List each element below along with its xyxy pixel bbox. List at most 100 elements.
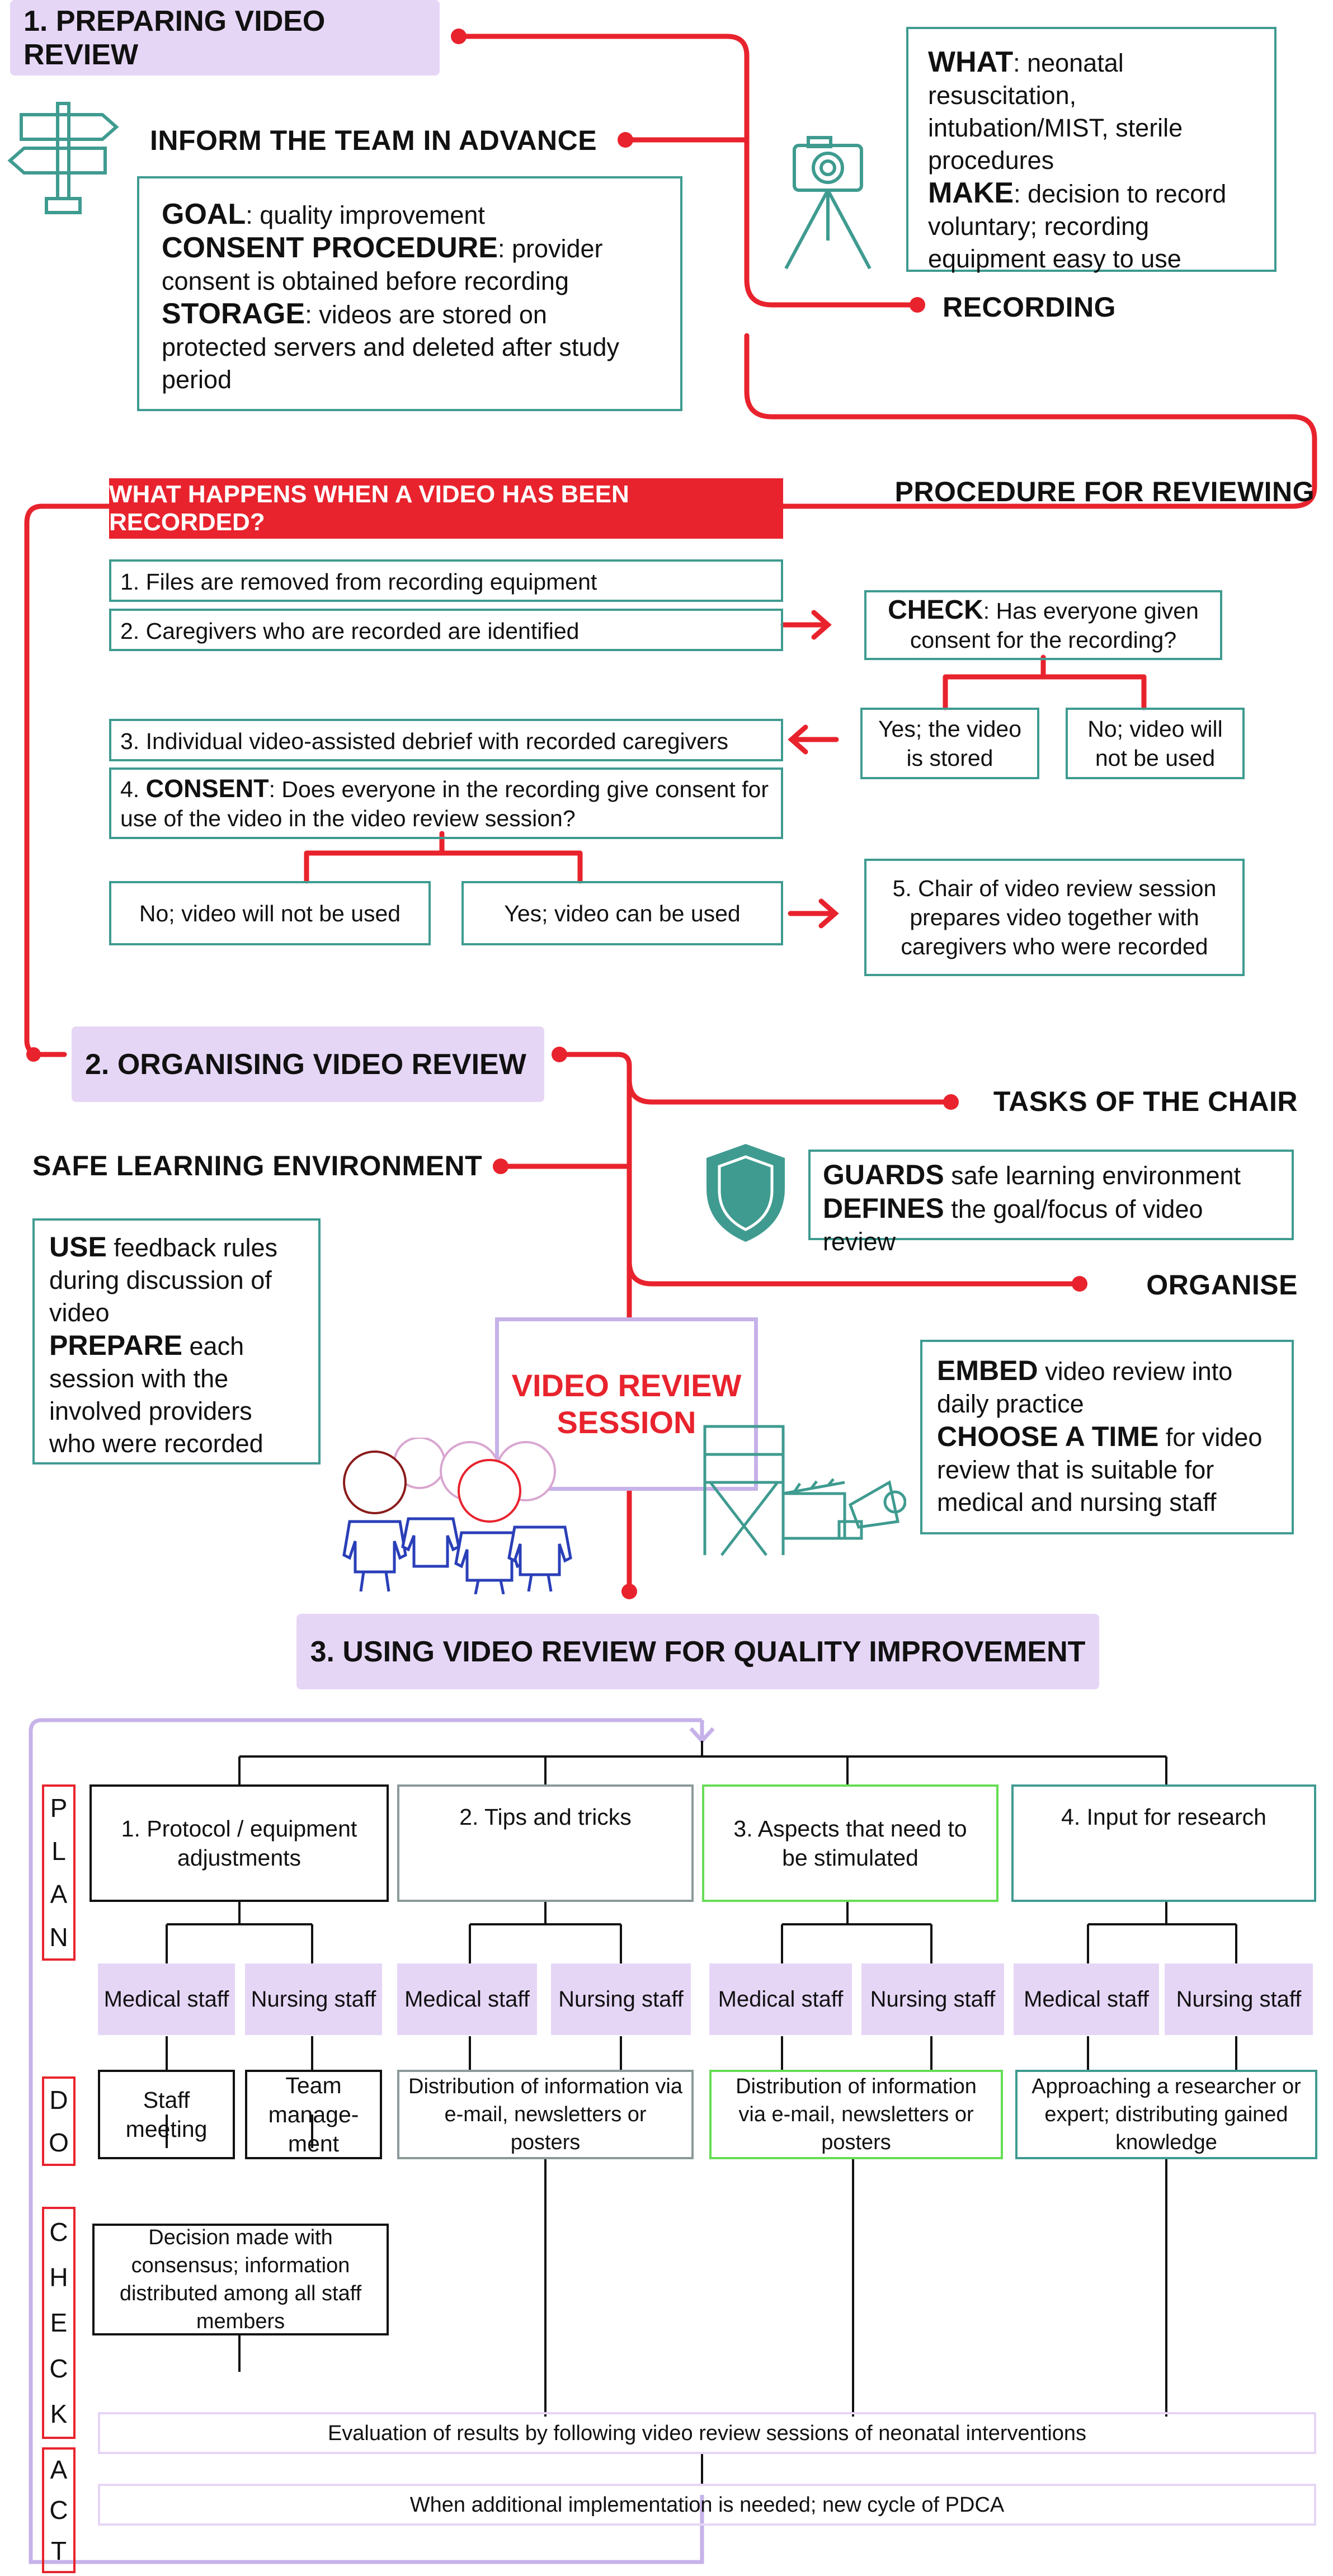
- check-label: CHECK: [888, 595, 983, 625]
- procedure-heading: PROCEDURE FOR REVIEWING: [894, 476, 1315, 507]
- signpost-icon: [7, 102, 119, 214]
- pdca-do-letter: O: [49, 2128, 69, 2157]
- use-label: USE: [49, 1231, 107, 1263]
- safe-box: USE feedback rules during discussion of …: [32, 1218, 321, 1464]
- recorded-question: WHAT HAPPENS WHEN A VIDEO HAS BEEN RECOR…: [109, 478, 783, 539]
- step2-box: 2. Caregivers who are recorded are ident…: [109, 609, 783, 651]
- pdca-do: D O: [42, 2076, 76, 2166]
- step5-box: 5. Chair of video review session prepare…: [864, 859, 1245, 976]
- make-label: MAKE: [928, 177, 1014, 209]
- camera-tripod-icon: [784, 136, 872, 270]
- choose-label: CHOOSE A TIME: [937, 1421, 1159, 1452]
- goal-line: GOAL: quality improvement: [162, 198, 658, 232]
- section2-title: 2. ORGANISING VIDEO REVIEW: [72, 1026, 544, 1102]
- what-line: WHAT: neonatal resuscitation, intubation…: [928, 46, 1255, 177]
- col1-medical: Medical staff: [98, 1963, 235, 2035]
- check-box: CHECK: Has everyone given consent for th…: [864, 590, 1222, 660]
- col4-nursing: Nursing staff: [1165, 1963, 1313, 2035]
- inform-heading: INFORM THE TEAM IN ADVANCE: [150, 125, 597, 156]
- col4-medical: Medical staff: [1014, 1963, 1159, 2035]
- section3-title-text: 3. USING VIDEO REVIEW FOR QUALITY IMPROV…: [310, 1635, 1086, 1668]
- col2-medical: Medical staff: [397, 1963, 537, 2035]
- tasks-heading: TASKS OF THE CHAIR: [993, 1086, 1298, 1117]
- pdca-check-letter: E: [50, 2308, 68, 2338]
- pdca-check-letter: C: [49, 2353, 68, 2383]
- defines-line: DEFINES the goal/focus of video review: [823, 1192, 1279, 1258]
- pdca-do-letter: D: [49, 2085, 68, 2115]
- check-text: : Has everyone given consent for the rec…: [910, 598, 1199, 653]
- storage-text: : videos are stored on protected servers…: [162, 300, 619, 394]
- pdca-check: C H E C K: [42, 2207, 76, 2439]
- col4-do-box: Approaching a researcher or expert; dist…: [1015, 2070, 1317, 2159]
- guards-line: GUARDS safe learning environment: [823, 1159, 1279, 1192]
- what-make-box: WHAT: neonatal resuscitation, intubation…: [906, 27, 1277, 275]
- section2-title-text: 2. ORGANISING VIDEO REVIEW: [85, 1048, 526, 1081]
- pdca-plan-letter: P: [50, 1793, 68, 1823]
- safe-heading: SAFE LEARNING ENVIRONMENT: [32, 1150, 483, 1181]
- col3-medical: Medical staff: [709, 1963, 852, 2035]
- defines-label: DEFINES: [823, 1193, 944, 1224]
- what-text: : neonatal resuscitation, intubation/MIS…: [928, 49, 1183, 175]
- use-text: feedback rules during discussion of vide…: [49, 1233, 277, 1327]
- use-line: USE feedback rules during discussion of …: [49, 1231, 304, 1329]
- pdca-plan: P L A N: [42, 1784, 76, 1961]
- consent-line: CONSENT PROCEDURE: provider consent is o…: [162, 232, 658, 298]
- pdca-plan-letter: A: [50, 1879, 68, 1909]
- section1-title: 1. PREPARING VIDEO REVIEW: [10, 0, 440, 76]
- guards-text: safe learning environment: [944, 1161, 1241, 1190]
- step4-box: 4. CONSENT: Does everyone in the recordi…: [109, 767, 783, 839]
- storage-line: STORAGE: videos are stored on protected …: [162, 298, 658, 396]
- section1-title-text: 1. PREPARING VIDEO REVIEW: [23, 4, 326, 71]
- embed-label: EMBED: [937, 1355, 1038, 1386]
- check-content: CHECK: Has everyone given consent for th…: [878, 596, 1209, 654]
- embed-line: EMBED video review into daily practice: [937, 1354, 1277, 1420]
- pdca-check-letter: H: [49, 2263, 68, 2292]
- pdca-act-letter: C: [49, 2495, 68, 2525]
- prepare-text: each session with the involved providers…: [49, 1332, 263, 1458]
- pdca-check-letter: C: [49, 2217, 68, 2247]
- pdca-act: A C T: [42, 2447, 76, 2573]
- pdca-act-letter: T: [50, 2536, 67, 2565]
- col2-nursing: Nursing staff: [551, 1963, 691, 2035]
- step4-prefix: 4.: [120, 776, 146, 802]
- section3-title: 3. USING VIDEO REVIEW FOR QUALITY IMPROV…: [296, 1614, 1099, 1689]
- plan-col2-box: 2. Tips and tricks: [397, 1784, 694, 1902]
- consent-text: : provider consent is obtained before re…: [162, 234, 603, 295]
- check-yes-box: Yes; the video is stored: [860, 708, 1039, 779]
- people-illustration: [342, 1438, 572, 1594]
- director-chair-icon: [703, 1425, 906, 1556]
- guards-label: GUARDS: [823, 1159, 944, 1190]
- col1-do-medical: Staff meeting: [98, 2070, 235, 2159]
- pdca-plan-letter: N: [49, 1922, 68, 1952]
- recording-heading: RECORDING: [943, 291, 1117, 323]
- check-no-box: No; video will not be used: [1066, 708, 1245, 779]
- goal-label: GOAL: [162, 198, 246, 230]
- organise-box: EMBED video review into daily practice C…: [920, 1340, 1294, 1534]
- consent-no-box: No; video will not be used: [109, 881, 431, 945]
- storage-label: STORAGE: [162, 298, 305, 330]
- plan-col3-box: 3. Aspects that need to be stimulated: [702, 1784, 998, 1902]
- step3-box: 3. Individual video-assisted debrief wit…: [109, 719, 783, 761]
- col2-do-box: Distribution of information via e-mail, …: [397, 2070, 694, 2159]
- consent-yes-box: Yes; video can be used: [461, 881, 783, 945]
- shield-icon: [706, 1144, 785, 1242]
- organise-heading: ORGANISE: [1146, 1269, 1298, 1301]
- make-text: : decision to record voluntary; recordin…: [928, 180, 1227, 273]
- what-label: WHAT: [928, 46, 1014, 78]
- consent-label: CONSENT PROCEDURE: [162, 232, 498, 264]
- act-box: When additional implementation is needed…: [98, 2484, 1316, 2526]
- col1-do-nursing: Team manage-ment: [245, 2070, 382, 2159]
- embed-text: video review into daily practice: [937, 1357, 1233, 1418]
- plan-col1-box: 1. Protocol / equipment adjustments: [90, 1784, 389, 1902]
- tasks-box: GUARDS safe learning environment DEFINES…: [808, 1150, 1294, 1256]
- step4-text: : Does everyone in the recording give co…: [120, 776, 769, 831]
- col1-check-box: Decision made with consensus; informatio…: [92, 2224, 389, 2335]
- prepare-line: PREPARE each session with the involved p…: [49, 1329, 304, 1460]
- goal-text: : quality improvement: [246, 201, 485, 229]
- make-line: MAKE: decision to record voluntary; reco…: [928, 177, 1255, 275]
- choose-line: CHOOSE A TIME for video review that is s…: [937, 1420, 1277, 1519]
- choose-text: for video review that is suitable for me…: [937, 1423, 1263, 1517]
- col1-nursing: Nursing staff: [245, 1963, 382, 2035]
- prepare-label: PREPARE: [49, 1330, 183, 1361]
